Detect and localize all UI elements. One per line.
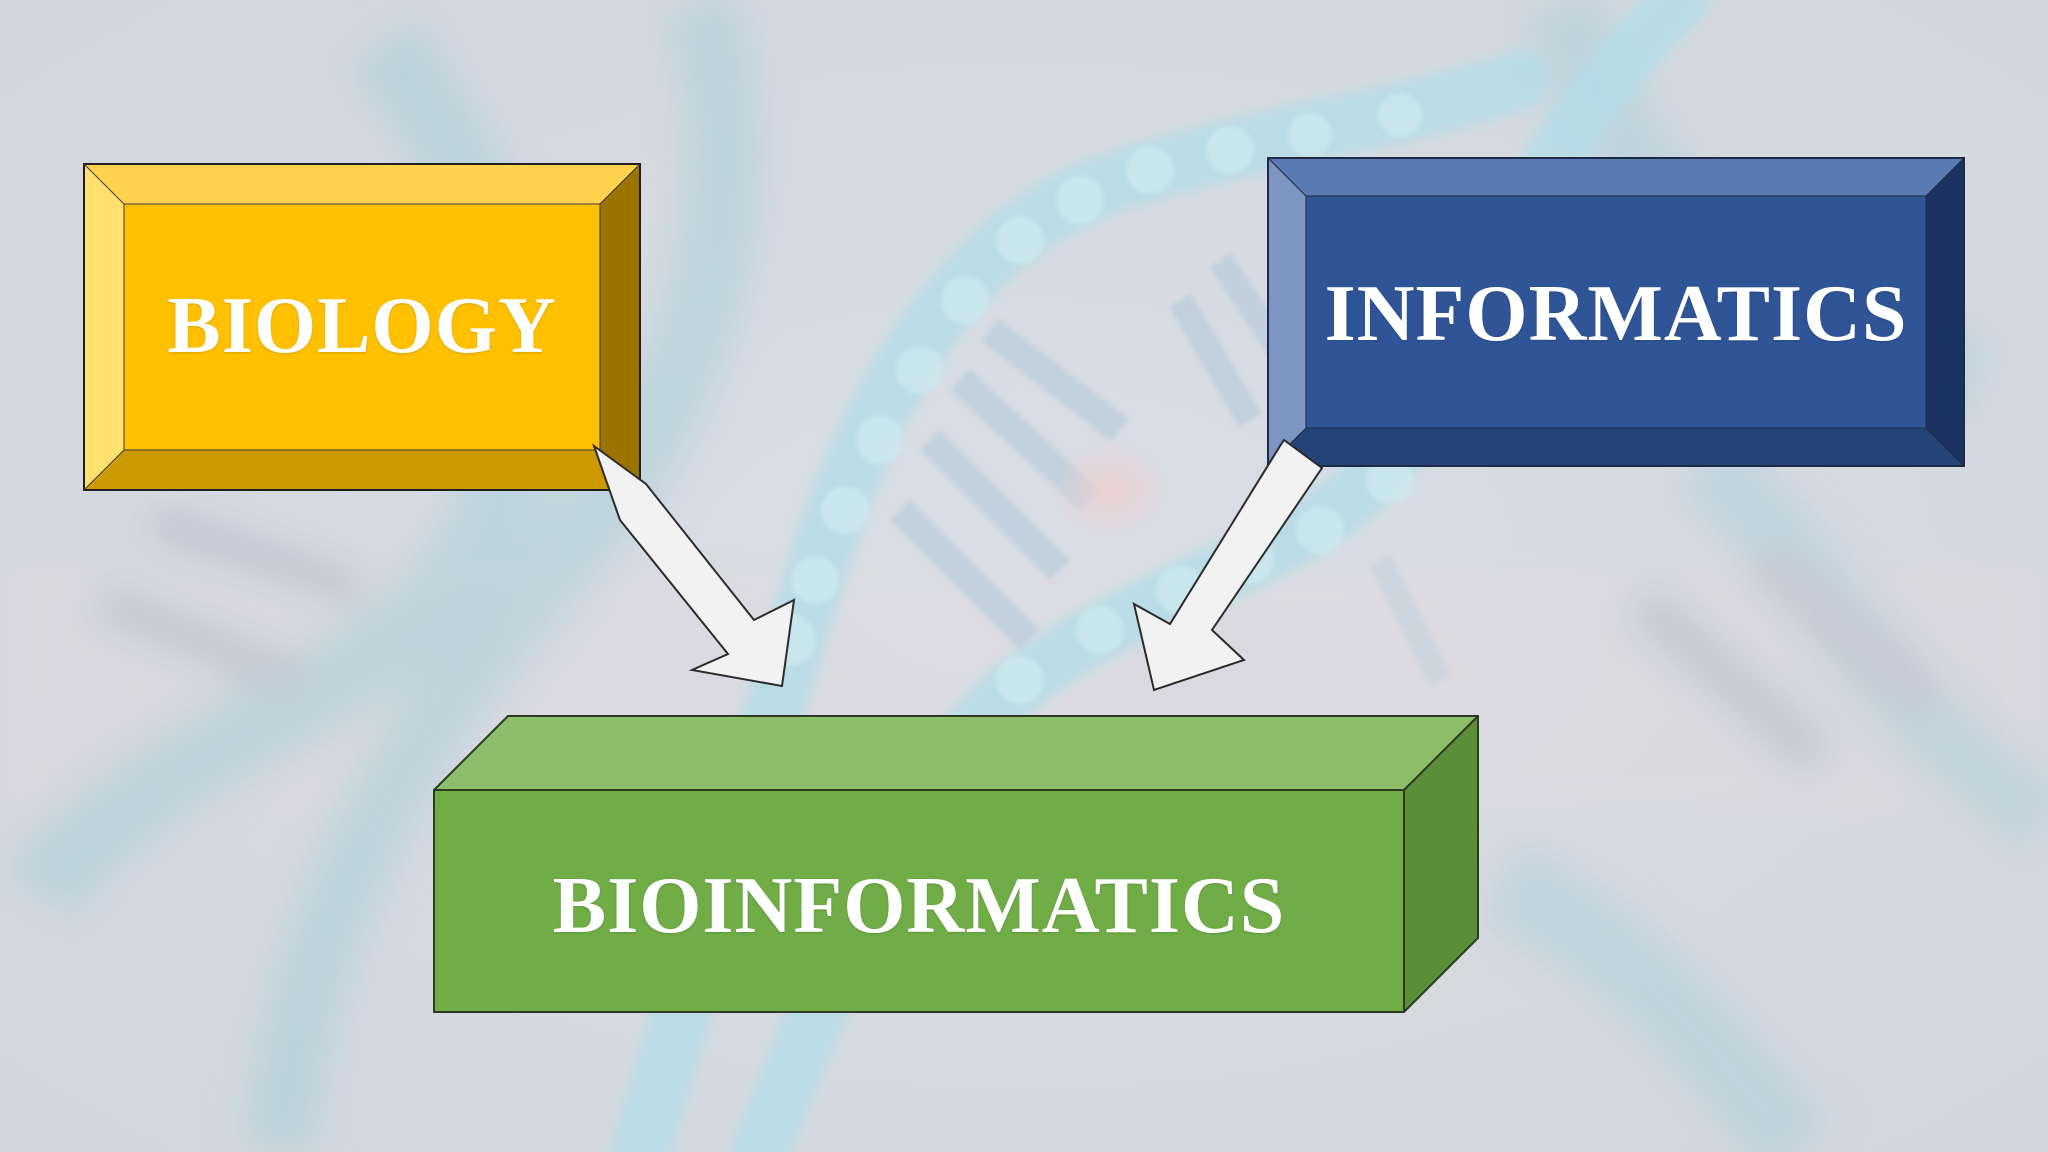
- biology-label: BIOLOGY: [167, 281, 557, 370]
- informatics-box: [1267, 157, 1965, 467]
- arrow-informatics-to-bioinformatics: [1132, 438, 1324, 692]
- biology-box: [83, 163, 641, 491]
- bioinformatics-label: BIOINFORMATICS: [552, 861, 1286, 950]
- arrow-biology-to-bioinformatics: [591, 443, 796, 688]
- bioinformatics-box: [433, 715, 1479, 1013]
- informatics-label: INFORMATICS: [1324, 269, 1908, 358]
